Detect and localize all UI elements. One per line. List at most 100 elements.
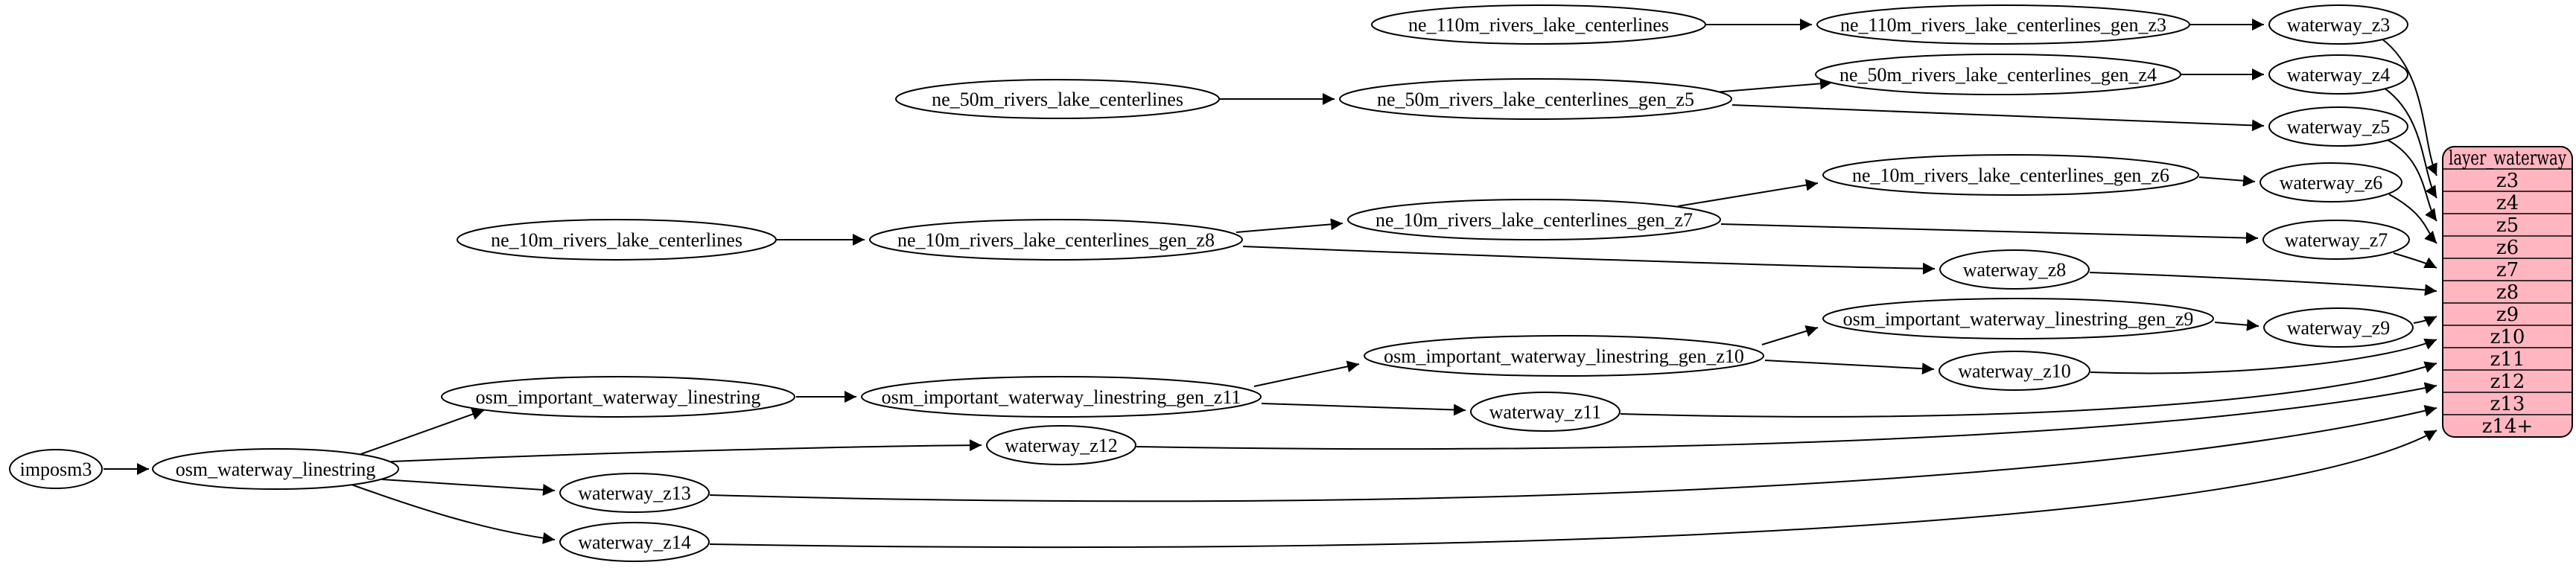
- record-row-z3: z3: [2496, 170, 2519, 192]
- node-waterway_z8: waterway_z8: [1939, 249, 2090, 290]
- edge-osm_waterway_linestring-osm_important_waterway_linestring: [356, 408, 485, 456]
- record-row-z6: z6: [2496, 237, 2519, 259]
- node-label-ne_50m_rivers_lake_centerlines: ne_50m_rivers_lake_centerlines: [932, 89, 1183, 110]
- edge-gen_z7-gen_z6: [1677, 179, 1819, 207]
- edge-gen_z7-waterway_z7: [1720, 223, 2259, 244]
- node-label-waterway_z12: waterway_z12: [1005, 435, 1118, 456]
- edge-gen_z8-gen_z7: [1235, 218, 1343, 233]
- node-ne_10m_rivers_lake_centerlines_gen_z6: ne_10m_rivers_lake_centerlines_gen_z6: [1822, 154, 2199, 196]
- node-waterway_z7: waterway_z7: [2262, 220, 2410, 260]
- node-label-waterway_z7: waterway_z7: [2285, 229, 2388, 251]
- edge-gen_z5-gen_z4: [1714, 77, 1833, 93]
- node-label-ne_10m_rivers_lake_centerlines: ne_10m_rivers_lake_centerlines: [491, 229, 742, 251]
- edge-gen_z8-waterway_z8: [1242, 246, 1936, 275]
- node-label-waterway_z14: waterway_z14: [578, 532, 691, 553]
- node-label-waterway_z3: waterway_z3: [2287, 14, 2391, 36]
- record-row-z5: z5: [2496, 214, 2519, 237]
- node-label-waterway_z4: waterway_z4: [2287, 64, 2391, 86]
- record-row-z12: z12: [2490, 371, 2525, 393]
- node-waterway_z4: waterway_z4: [2268, 54, 2408, 95]
- edge-gen_z11-waterway_z11: [1261, 403, 1466, 416]
- edge-waterway_z13-row_z13: [709, 404, 2437, 502]
- edge-osm_waterway_linestring-waterway_z13: [381, 479, 556, 496]
- edge-gen_z6-waterway_z6: [2198, 174, 2256, 187]
- record-row-z4: z4: [2496, 192, 2519, 214]
- node-imposm3: imposm3: [9, 449, 103, 489]
- node-osm_waterway_linestring: osm_waterway_linestring: [152, 448, 399, 490]
- node-label-waterway_z6: waterway_z6: [2280, 172, 2383, 194]
- node-label-waterway_z11: waterway_z11: [1489, 401, 1602, 423]
- edge-gen_z9-waterway_z9: [2214, 319, 2259, 331]
- edge-waterway_z8-row_z8: [2089, 272, 2437, 296]
- node-ne_50m_rivers_lake_centerlines_gen_z5: ne_50m_rivers_lake_centerlines_gen_z5: [1339, 78, 1732, 120]
- node-osm_important_waterway_linestring: osm_important_waterway_linestring: [441, 376, 795, 418]
- node-label-ne_50m_rivers_lake_centerlines_gen_z4: ne_50m_rivers_lake_centerlines_gen_z4: [1839, 64, 2157, 86]
- edge-waterway_z12-row_z12: [1136, 382, 2437, 450]
- edge-gen_z10-gen_z9: [1761, 325, 1819, 345]
- node-ne_50m_rivers_lake_centerlines_gen_z4: ne_50m_rivers_lake_centerlines_gen_z4: [1815, 54, 2181, 95]
- node-ne_50m_rivers_lake_centerlines: ne_50m_rivers_lake_centerlines: [895, 79, 1220, 119]
- node-osm_important_waterway_linestring_gen_z10: osm_important_waterway_linestring_gen_z1…: [1364, 335, 1764, 377]
- node-label-osm_important_waterway_linestring_gen_z11: osm_important_waterway_linestring_gen_z1…: [882, 386, 1241, 408]
- node-waterway_z14: waterway_z14: [559, 522, 710, 562]
- node-label-osm_important_waterway_linestring_gen_z10: osm_important_waterway_linestring_gen_z1…: [1384, 345, 1744, 367]
- node-waterway_z9: waterway_z9: [2263, 307, 2414, 348]
- node-label-waterway_z9: waterway_z9: [2287, 317, 2391, 339]
- edge-gen_z10-waterway_z10: [1764, 360, 1935, 375]
- node-label-waterway_z8: waterway_z8: [1963, 259, 2067, 281]
- node-waterway_z12: waterway_z12: [986, 425, 1136, 465]
- node-osm_important_waterway_linestring_gen_z9: osm_important_waterway_linestring_gen_z9: [1822, 298, 2214, 339]
- node-ne_10m_rivers_lake_centerlines_gen_z8: ne_10m_rivers_lake_centerlines_gen_z8: [869, 219, 1243, 261]
- node-waterway_z10: waterway_z10: [1939, 351, 2090, 391]
- node-label-ne_10m_rivers_lake_centerlines_gen_z7: ne_10m_rivers_lake_centerlines_gen_z7: [1376, 209, 1693, 231]
- edge-waterway_z7-row_z7: [2393, 252, 2437, 269]
- node-ne_10m_rivers_lake_centerlines: ne_10m_rivers_lake_centerlines: [457, 219, 777, 261]
- edge-waterway_z5-row_z5: [2385, 138, 2437, 222]
- nodes: imposm3 osm_waterway_linestring osm_impo…: [9, 4, 2414, 562]
- node-label-waterway_z5: waterway_z5: [2287, 116, 2391, 138]
- record-row-z7: z7: [2496, 259, 2519, 281]
- edge-gen_z11-gen_z10: [1253, 360, 1360, 387]
- node-waterway_z5: waterway_z5: [2268, 106, 2408, 147]
- edge-osm_waterway_linestring-waterway_z14: [351, 484, 556, 544]
- node-label-ne_50m_rivers_lake_centerlines_gen_z5: ne_50m_rivers_lake_centerlines_gen_z5: [1377, 89, 1694, 110]
- record-row-z11: z11: [2490, 348, 2525, 371]
- edge-waterway_z4-row_z4: [2383, 87, 2437, 199]
- record-row-z8: z8: [2496, 281, 2519, 304]
- node-ne_110m_rivers_lake_centerlines_gen_z3: ne_110m_rivers_lake_centerlines_gen_z3: [1816, 4, 2190, 45]
- node-waterway_z11: waterway_z11: [1470, 392, 1621, 432]
- node-label-osm_important_waterway_linestring_gen_z9: osm_important_waterway_linestring_gen_z9: [1843, 308, 2194, 330]
- edge-waterway_z3-row_z3: [2381, 38, 2437, 176]
- node-label-imposm3: imposm3: [20, 459, 92, 480]
- node-label-waterway_z13: waterway_z13: [578, 482, 691, 504]
- edge-osm_waterway_linestring-waterway_z12: [390, 439, 982, 462]
- record-layer_waterway: layer_waterway z3 z4 z5 z6 z7 z8 z9 z10 …: [2442, 146, 2573, 438]
- record-row-z14: z14+: [2482, 415, 2534, 438]
- node-waterway_z6: waterway_z6: [2259, 162, 2402, 202]
- node-label-ne_10m_rivers_lake_centerlines_gen_z6: ne_10m_rivers_lake_centerlines_gen_z6: [1852, 165, 2169, 186]
- edge-waterway_z10-row_z10: [2090, 338, 2437, 374]
- edge-waterway_z9-row_z9: [2413, 316, 2437, 328]
- node-waterway_z13: waterway_z13: [559, 473, 710, 513]
- record-title: layer_waterway: [2449, 147, 2566, 170]
- record-row-z9: z9: [2496, 304, 2519, 326]
- edge-waterway_z6-row_z6: [2388, 194, 2437, 244]
- node-waterway_z3: waterway_z3: [2268, 4, 2408, 45]
- node-ne_10m_rivers_lake_centerlines_gen_z7: ne_10m_rivers_lake_centerlines_gen_z7: [1347, 199, 1721, 240]
- node-label-ne_10m_rivers_lake_centerlines_gen_z8: ne_10m_rivers_lake_centerlines_gen_z8: [897, 229, 1215, 251]
- node-ne_110m_rivers_lake_centerlines: ne_110m_rivers_lake_centerlines: [1371, 4, 1706, 45]
- record-row-z13: z13: [2490, 393, 2525, 415]
- node-label-osm_waterway_linestring: osm_waterway_linestring: [176, 459, 376, 480]
- edge-gen_z5-waterway_z5: [1731, 104, 2265, 132]
- edge-waterway_z11-row_z11: [1620, 361, 2437, 418]
- record-background: [2442, 146, 2573, 438]
- node-label-waterway_z10: waterway_z10: [1958, 360, 2071, 382]
- node-osm_important_waterway_linestring_gen_z11: osm_important_waterway_linestring_gen_z1…: [861, 376, 1262, 418]
- edges: [104, 19, 2437, 549]
- node-label-osm_important_waterway_linestring: osm_important_waterway_linestring: [476, 386, 761, 408]
- node-label-ne_110m_rivers_lake_centerlines: ne_110m_rivers_lake_centerlines: [1408, 14, 1669, 36]
- record-row-z10: z10: [2490, 326, 2525, 348]
- node-label-ne_110m_rivers_lake_centerlines_gen_z3: ne_110m_rivers_lake_centerlines_gen_z3: [1840, 14, 2166, 36]
